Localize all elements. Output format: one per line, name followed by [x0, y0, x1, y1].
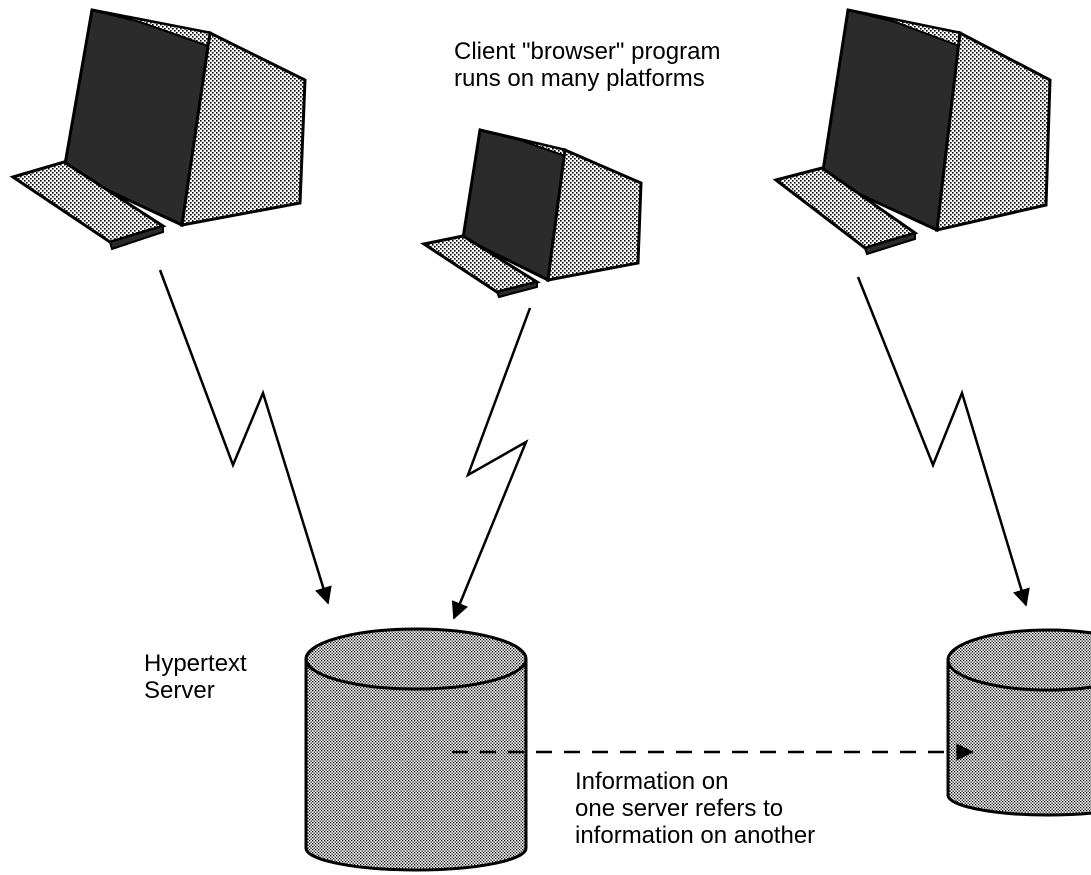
computer-icon [772, 8, 1052, 256]
client-note-line: runs on many platforms [454, 65, 705, 92]
lightning-link-icon [451, 307, 532, 620]
computer-icon [9, 8, 307, 251]
hypertext-server-label: Hypertext Server [144, 650, 247, 704]
link-note-line: one server refers to [575, 795, 784, 822]
lightning-link-icon [856, 276, 1030, 607]
server-label-line: Server [144, 677, 215, 704]
computer-icon [420, 128, 643, 299]
link-note-line: information on another [575, 822, 816, 849]
client-browser-note: Client "browser" program runs on many pl… [454, 38, 720, 92]
database-server-icon [946, 628, 1091, 817]
database-server-icon [304, 627, 528, 872]
server-label-line: Hypertext [144, 650, 247, 677]
server-link-note: Information on one server refers to info… [575, 768, 815, 849]
client-note-line: Client "browser" program [454, 38, 721, 65]
link-note-line: Information on [575, 768, 729, 795]
lightning-link-icon [158, 269, 332, 605]
